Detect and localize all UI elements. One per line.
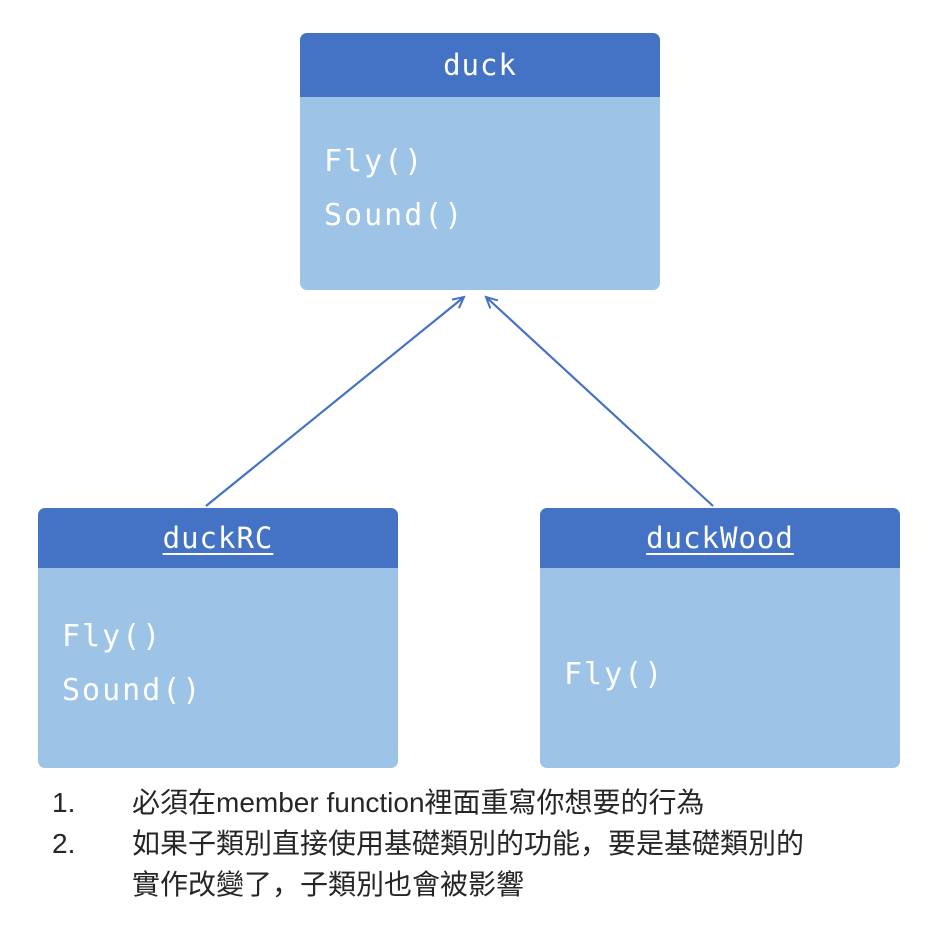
class-box-duck-header: duck bbox=[300, 33, 660, 97]
class-box-duckwood: duckWood Fly() bbox=[540, 508, 900, 768]
class-member: Fly() bbox=[324, 144, 425, 179]
class-title-duck: duck bbox=[443, 48, 517, 82]
notes-list: 1. 必須在member function裡面重寫你想要的行為 2. 如果子類別… bbox=[52, 782, 912, 905]
class-member: Fly() bbox=[62, 619, 163, 654]
class-box-duckwood-header: duckWood bbox=[540, 508, 900, 568]
note-number: 1. bbox=[52, 787, 76, 818]
class-title-duckwood: duckWood bbox=[646, 521, 794, 555]
class-box-duckwood-body: Fly() bbox=[540, 568, 900, 768]
inheritance-arrow-duckwood bbox=[484, 295, 714, 507]
note-item: 1. 必須在member function裡面重寫你想要的行為 bbox=[52, 782, 912, 823]
note-item: 2. 如果子類別直接使用基礎類別的功能，要是基礎類別的實作改變了，子類別也會被影… bbox=[52, 823, 912, 905]
note-number: 2. bbox=[52, 828, 76, 859]
class-box-duck-body: Fly() Sound() bbox=[300, 97, 660, 290]
class-box-duckrc-body: Fly() Sound() bbox=[38, 568, 398, 768]
class-member: Sound() bbox=[62, 673, 203, 708]
note-text: 如果子類別直接使用基礎類別的功能，要是基礎類別的實作改變了，子類別也會被影響 bbox=[132, 828, 805, 900]
class-box-duck: duck Fly() Sound() bbox=[300, 33, 660, 290]
inheritance-arrow-duckrc bbox=[205, 295, 466, 507]
note-text: 必須在member function裡面重寫你想要的行為 bbox=[132, 787, 705, 818]
class-member: Sound() bbox=[324, 198, 465, 233]
class-title-duckrc: duckRC bbox=[162, 521, 274, 555]
class-member: Fly() bbox=[564, 657, 665, 692]
class-box-duckrc: duckRC Fly() Sound() bbox=[38, 508, 398, 768]
class-box-duckrc-header: duckRC bbox=[38, 508, 398, 568]
